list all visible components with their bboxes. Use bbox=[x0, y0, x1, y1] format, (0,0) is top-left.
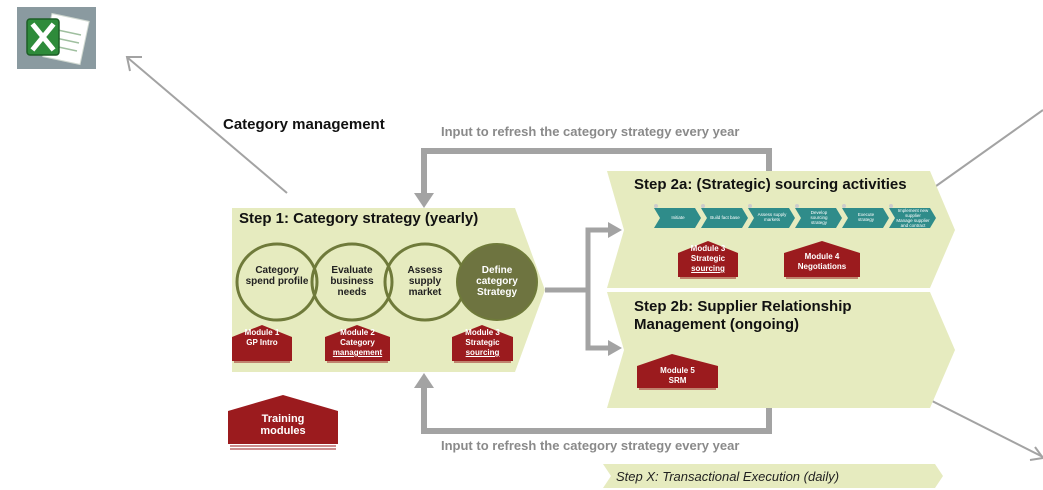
step2b-title: Step 2b: Supplier Relationship Managemen… bbox=[634, 298, 852, 334]
fork-to-step2b-arrowhead bbox=[608, 340, 622, 356]
sourcing-chevrons bbox=[654, 204, 936, 228]
chevron-marker bbox=[795, 204, 799, 208]
step2b-title-line1: Step 2b: Supplier Relationship bbox=[634, 298, 852, 315]
circle-evaluate-business-needs bbox=[310, 242, 394, 322]
refresh-loop-top-arrowhead bbox=[414, 193, 434, 208]
chevron-develop-sourcing-strategy bbox=[795, 208, 842, 228]
stepx-panel bbox=[603, 464, 943, 488]
chevron-assess-supply-markets bbox=[748, 208, 795, 228]
step1-title: Step 1: Category strategy (yearly) bbox=[239, 210, 479, 227]
fork-to-step2b bbox=[585, 290, 612, 351]
module1-shape bbox=[232, 325, 292, 361]
chevron-marker bbox=[748, 204, 752, 208]
pointer-arrowhead-icon bbox=[125, 56, 142, 72]
step1-panel bbox=[232, 208, 545, 372]
refresh-label-top: Input to refresh the category strategy e… bbox=[441, 124, 740, 139]
module5-shape bbox=[637, 354, 718, 388]
step2a-title: Step 2a: (Strategic) sourcing activities bbox=[634, 176, 907, 193]
stepx-label: Step X: Transactional Execution (daily) bbox=[616, 469, 840, 484]
refresh-loop-bottom bbox=[421, 385, 772, 434]
chevron-label-build-fact-base: Build fact base bbox=[710, 215, 740, 220]
excel-icon[interactable] bbox=[17, 7, 96, 69]
chevron-marker bbox=[889, 204, 893, 208]
diagram-title: Category management bbox=[223, 116, 385, 133]
chevron-marker bbox=[654, 204, 658, 208]
refresh-loop-top bbox=[421, 148, 772, 196]
chevron-marker bbox=[842, 204, 846, 208]
chevron-initiate bbox=[654, 208, 701, 228]
training-shape bbox=[228, 395, 338, 444]
chevron-implement-manage bbox=[889, 208, 936, 228]
chevron-label-initiate: Initiate bbox=[671, 215, 685, 220]
circle-category-spend-profile bbox=[235, 242, 319, 322]
pointer-line-to-icon bbox=[127, 57, 288, 194]
circle-define-category-strategy bbox=[456, 243, 538, 321]
module2-shape bbox=[325, 325, 390, 361]
chevron-marker bbox=[701, 204, 705, 208]
pointer-line-step2a bbox=[914, 109, 1043, 202]
step2b-title-line2: Management (ongoing) bbox=[634, 316, 799, 333]
fork-to-step2a-arrowhead bbox=[608, 222, 622, 238]
module3-step1-shape bbox=[452, 325, 513, 361]
pointer-arrowhead-step2b bbox=[1029, 446, 1043, 461]
chevron-execute-strategy bbox=[842, 208, 889, 228]
chevron-build-fact-base bbox=[701, 208, 748, 228]
module4-shape bbox=[784, 241, 860, 277]
refresh-loop-bottom-arrowhead bbox=[414, 373, 434, 388]
module3-step2a-shape bbox=[678, 241, 738, 277]
fork-to-step2a bbox=[585, 227, 612, 290]
refresh-label-bottom: Input to refresh the category strategy e… bbox=[441, 438, 740, 453]
module-shapes bbox=[228, 241, 860, 450]
